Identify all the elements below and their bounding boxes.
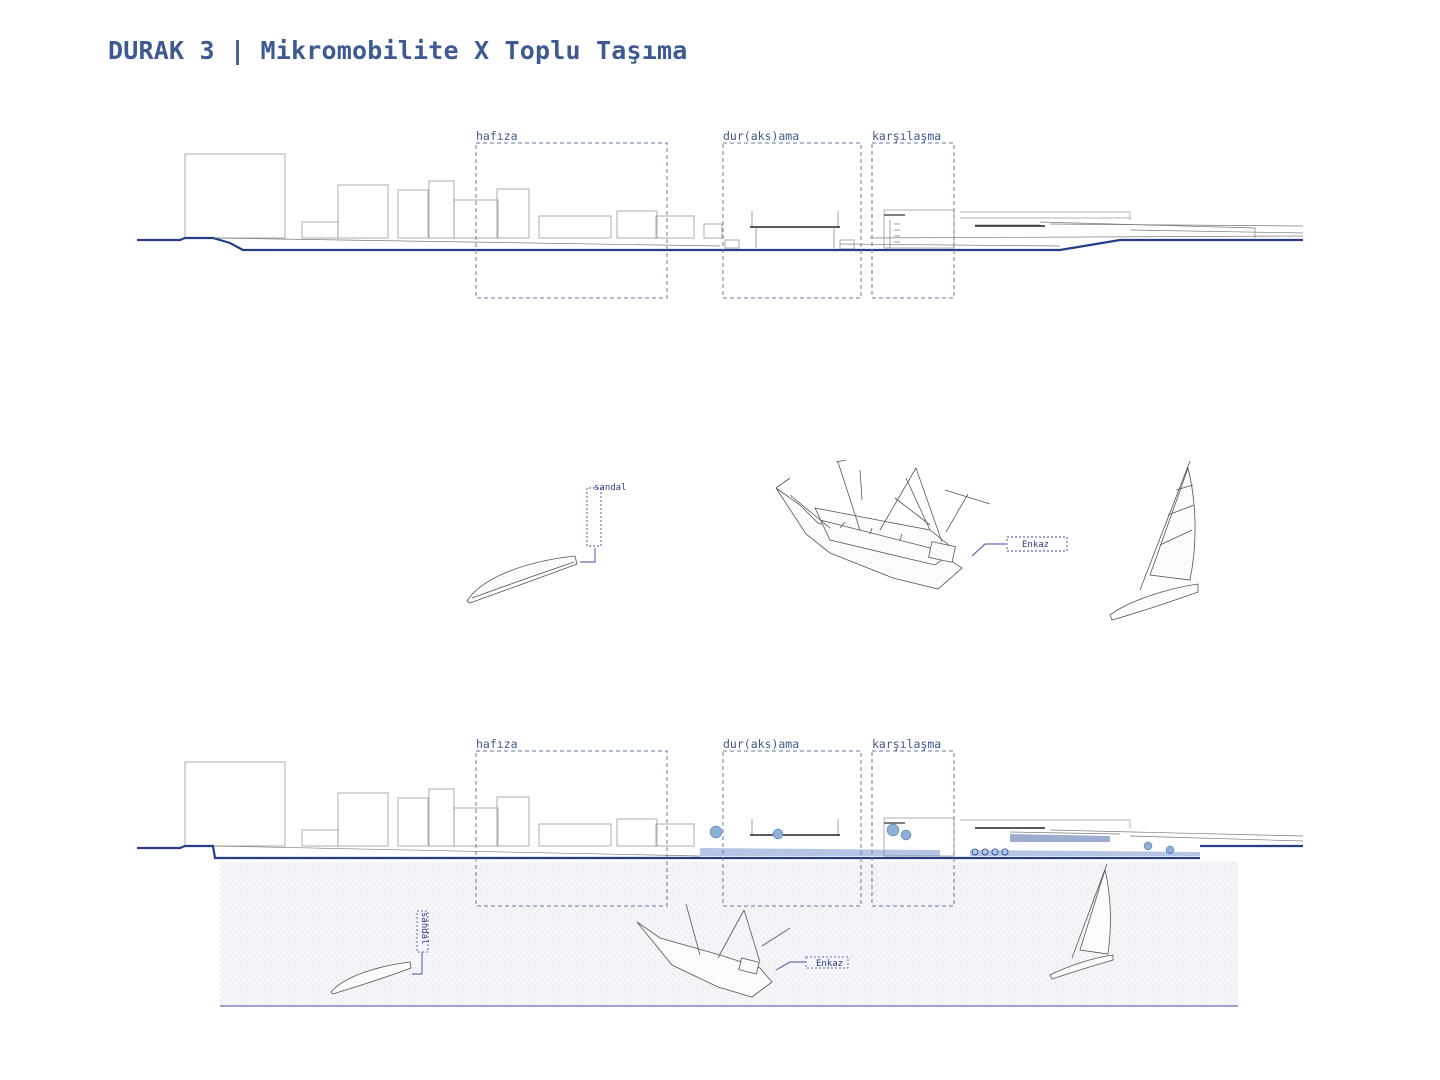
- top-ground-line: [137, 235, 1304, 252]
- rowboat-leader: [580, 548, 596, 563]
- sailboat-drawing: [1109, 460, 1199, 621]
- rowboat-drawing: [466, 555, 578, 604]
- sailboat-drawing-bottom: [1049, 863, 1114, 980]
- rowboat-label-bottom: sandal: [419, 912, 429, 945]
- shipwreck-label-bottom: Enkaz: [816, 959, 843, 969]
- page-title: DURAK 3 | Mikromobilite X Toplu Taşıma: [108, 36, 688, 65]
- zone-label-pause: dur(aks)ama: [723, 129, 799, 143]
- bottom-section: hafıza dur(aks)ama karşılaşma sandal Enk…: [137, 737, 1304, 1007]
- zone-label-memory-bottom: hafıza: [476, 737, 518, 751]
- zone-label-encounter-bottom: karşılaşma: [872, 737, 941, 751]
- shipwreck-callout-frame: [1006, 536, 1068, 552]
- rowboat-callout-frame-bottom: [416, 910, 429, 953]
- shipwreck-drawing-bottom: [636, 903, 791, 998]
- zone-label-encounter: karşılaşma: [872, 129, 941, 143]
- zone-label-pause-bottom: dur(aks)ama: [723, 737, 799, 751]
- shipwreck-callout-frame-bottom: [805, 956, 849, 969]
- bottom-zone-frames: [475, 750, 955, 907]
- top-buildings: [184, 153, 1304, 250]
- rowboat-drawing-bottom: [330, 961, 412, 995]
- middle-objects: sandal Enkaz: [466, 459, 1199, 621]
- shipwreck-drawing: [775, 459, 991, 590]
- rowboat-label: sandal: [594, 483, 627, 493]
- top-zone-frames: [475, 142, 955, 299]
- zone-label-memory: hafıza: [476, 129, 518, 143]
- bottom-trees: [700, 823, 1200, 856]
- top-section: hafıza dur(aks)ama karşılaşma: [137, 129, 1304, 299]
- shipwreck-label: Enkaz: [1022, 540, 1049, 550]
- rowboat-callout-frame: [586, 487, 602, 547]
- bottom-ground-line: [137, 844, 1303, 860]
- bottom-buildings: [184, 761, 1304, 857]
- shipwreck-leader: [971, 543, 1006, 557]
